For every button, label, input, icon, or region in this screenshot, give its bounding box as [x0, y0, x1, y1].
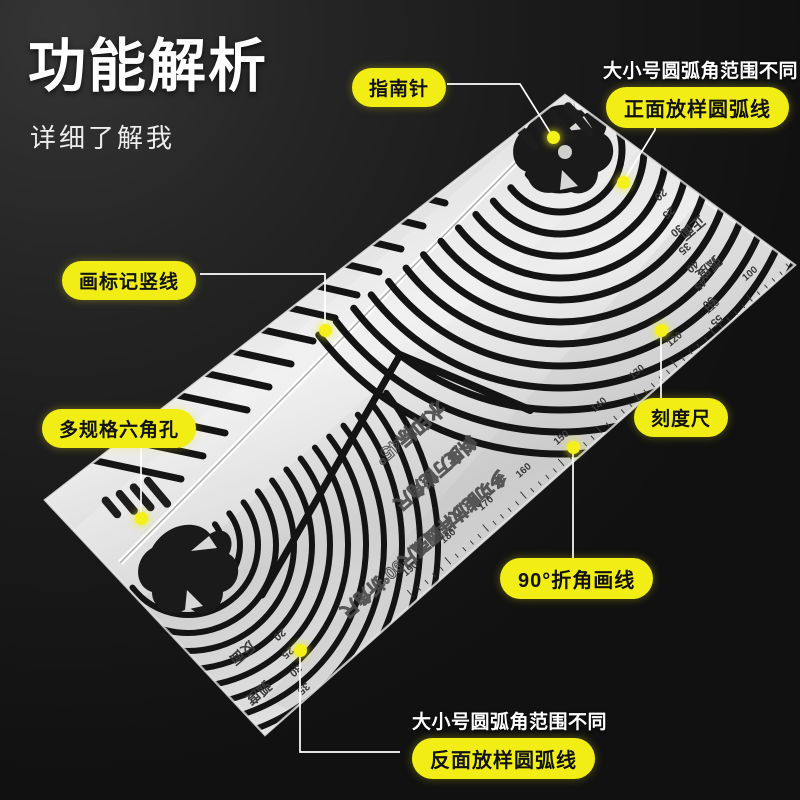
callout-mark-line[interactable]: 画标记竖线	[62, 261, 197, 300]
leader-compass	[447, 83, 554, 138]
marker-dot-front-arc	[617, 176, 630, 189]
ruler-edge-highlight	[43, 93, 797, 737]
callout-back-arc[interactable]: 反面放样圆弧线	[412, 738, 595, 779]
page-title: 功能解析	[28, 34, 269, 99]
callout-right-angle[interactable]: 90°折角画线	[500, 558, 654, 599]
marker-dot-right-angle	[567, 441, 580, 454]
callout-hex-holes[interactable]: 多规格六角孔	[42, 409, 197, 448]
callout-compass[interactable]: 指南针	[352, 68, 447, 107]
marker-dot-hex	[135, 512, 148, 525]
hex-hole-group-top	[516, 102, 595, 152]
leader-back-arc	[299, 650, 400, 753]
compass-hub-bottom	[138, 524, 239, 614]
callout-front-arc-note: 大小号圆弧角范围不同	[603, 61, 799, 82]
marker-dot-back-arc	[294, 644, 307, 657]
marker-dot-mark-line	[319, 324, 332, 337]
marker-dot-scale	[655, 324, 668, 337]
page-subtitle: 详细了解我	[30, 123, 176, 153]
callout-front-arc[interactable]: 正面放样圆弧线	[606, 87, 789, 128]
callout-scale-ruler[interactable]: 刻度尺	[634, 398, 729, 437]
right-angle-lines	[258, 351, 534, 599]
marker-dot-compass	[547, 131, 560, 144]
leader-mark-line	[200, 273, 326, 330]
callout-back-arc-note: 大小号圆弧角范围不同	[412, 712, 608, 733]
hex-hole-group-bottom	[101, 476, 172, 519]
